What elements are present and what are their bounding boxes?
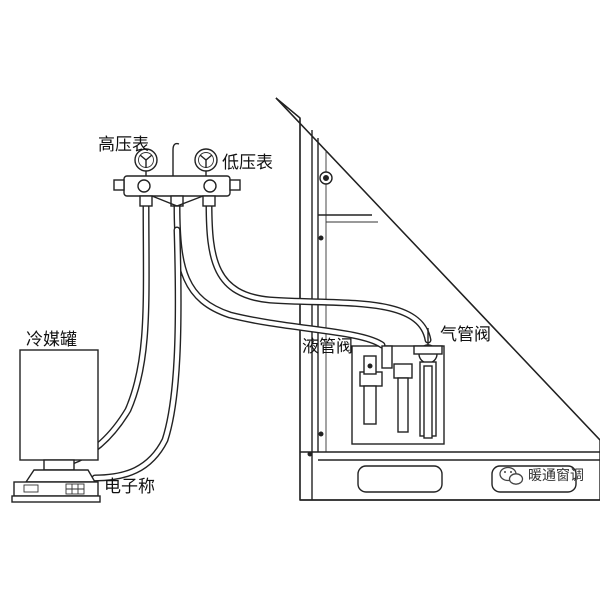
- high-pressure-gauge-icon: [134, 148, 158, 172]
- refrigerant-tank-label: 冷媒罐: [26, 330, 77, 350]
- low-pressure-gauge-icon: [194, 148, 218, 172]
- electronic-scale-label: 电子称: [104, 477, 155, 497]
- manifold-gauge-set: [113, 142, 241, 207]
- gas-valve-label: 气管阀: [440, 325, 491, 345]
- high-pressure-gauge-label: 高压表: [98, 135, 149, 155]
- hose-scale-to-middle: [91, 226, 182, 482]
- liquid-valve: [359, 345, 413, 433]
- scale-keypad: [65, 483, 85, 495]
- gas-valve: [413, 328, 443, 439]
- outdoor-unit: [275, 97, 600, 501]
- watermark-text: 暖通窗调: [528, 467, 584, 484]
- liquid-valve-label: 液管阀: [302, 337, 353, 357]
- watermark: 暖通窗调: [499, 466, 584, 485]
- wechat-icon: [499, 466, 524, 485]
- electronic-scale: [11, 469, 101, 503]
- refrigerant-tank: [19, 349, 99, 471]
- low-pressure-gauge-label: 低压表: [222, 153, 273, 173]
- hose-low-to-gas-valve: [205, 199, 432, 344]
